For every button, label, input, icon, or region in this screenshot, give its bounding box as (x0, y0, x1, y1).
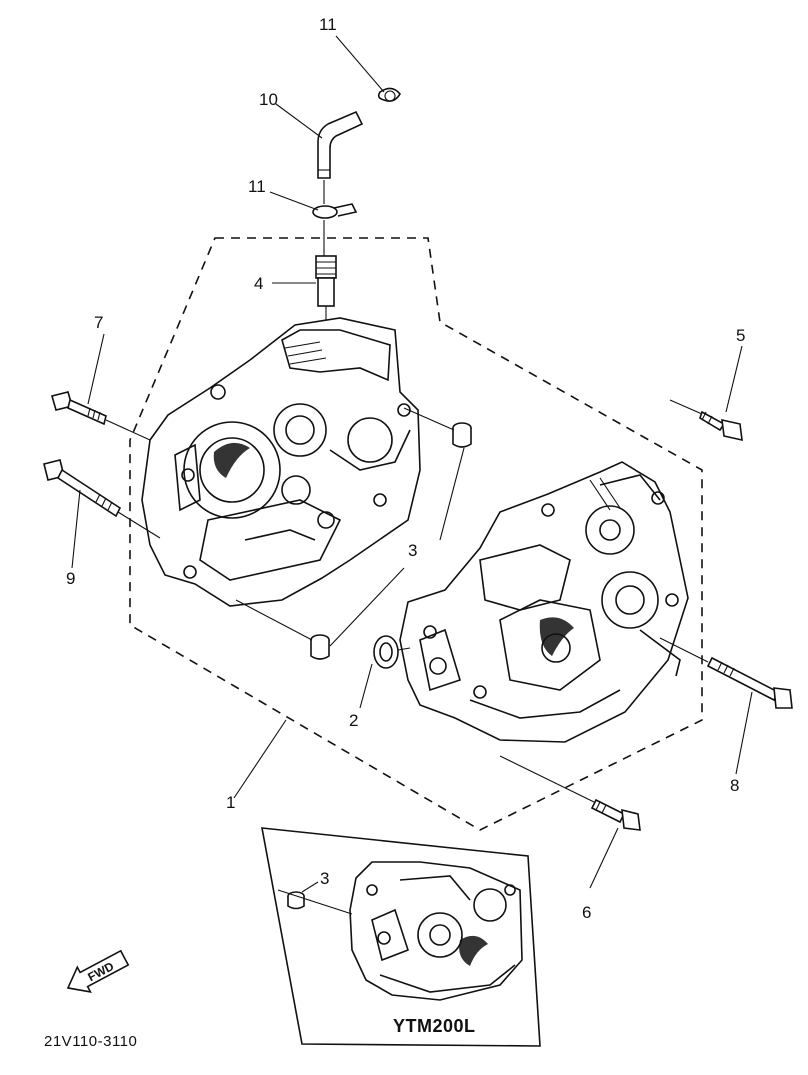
callout-1: 1 (226, 793, 235, 812)
leader-3-inset (301, 881, 319, 893)
dowel-pin-upper (452, 422, 472, 448)
pin-axis-upper (403, 407, 455, 431)
breather-fitting-part (315, 255, 337, 307)
inset-crankcase (349, 861, 523, 1001)
callout-6: 6 (582, 903, 591, 922)
callout-2: 2 (349, 711, 358, 730)
leader-2 (359, 663, 373, 709)
bolt-5-part (699, 410, 743, 442)
callout-11-mid: 11 (248, 177, 266, 196)
callout-7: 7 (94, 313, 103, 332)
inset-title: YTM200L (393, 1016, 476, 1036)
leader-5 (725, 345, 743, 413)
dowel-pin-lower (310, 634, 330, 660)
leader-9 (71, 489, 81, 569)
oil-seal-part (373, 635, 411, 669)
leader-3b (329, 567, 405, 647)
leader-11-mid (269, 191, 319, 211)
inset-frame (261, 827, 541, 1047)
bolt-7-part (51, 391, 107, 426)
clip-mid-part (312, 203, 358, 219)
fwd-arrow-icon: FWD (66, 949, 130, 993)
bolt-8-part (706, 656, 793, 709)
fwd-label: FWD (85, 959, 116, 984)
callout-4: 4 (254, 274, 263, 293)
bolt-9-part (43, 459, 122, 518)
breather-hose-part (317, 110, 364, 179)
callout-10: 10 (259, 90, 278, 109)
inset-pin-axis (277, 889, 353, 915)
callout-3-right: 3 (408, 541, 417, 560)
callout-8: 8 (730, 776, 739, 795)
bolt-8-axis (659, 637, 709, 663)
bolt-7-axis (105, 419, 151, 441)
bolt-6-axis (499, 755, 595, 803)
leader-1 (233, 719, 287, 799)
leader-10 (275, 103, 323, 139)
bolt-5-axis (669, 399, 703, 415)
bolt-9-axis (117, 511, 161, 539)
bolt-6-part (590, 798, 641, 831)
pin-axis-lower (235, 599, 313, 641)
callout-5: 5 (736, 326, 745, 345)
callout-9: 9 (66, 569, 75, 588)
leader-6 (589, 827, 619, 889)
callout-3-inset: 3 (320, 869, 329, 888)
leader-7 (87, 333, 105, 405)
callout-11-top: 11 (319, 15, 337, 34)
assembly-group-boundary (129, 237, 703, 831)
left-crankcase-half (141, 317, 421, 607)
diagram-code: 21V110-3110 (44, 1033, 137, 1050)
leader-11-top (335, 35, 385, 93)
right-crankcase-half (399, 461, 689, 743)
leader-3a (439, 447, 465, 541)
clip-top-part (377, 87, 401, 102)
leader-8 (735, 691, 753, 775)
